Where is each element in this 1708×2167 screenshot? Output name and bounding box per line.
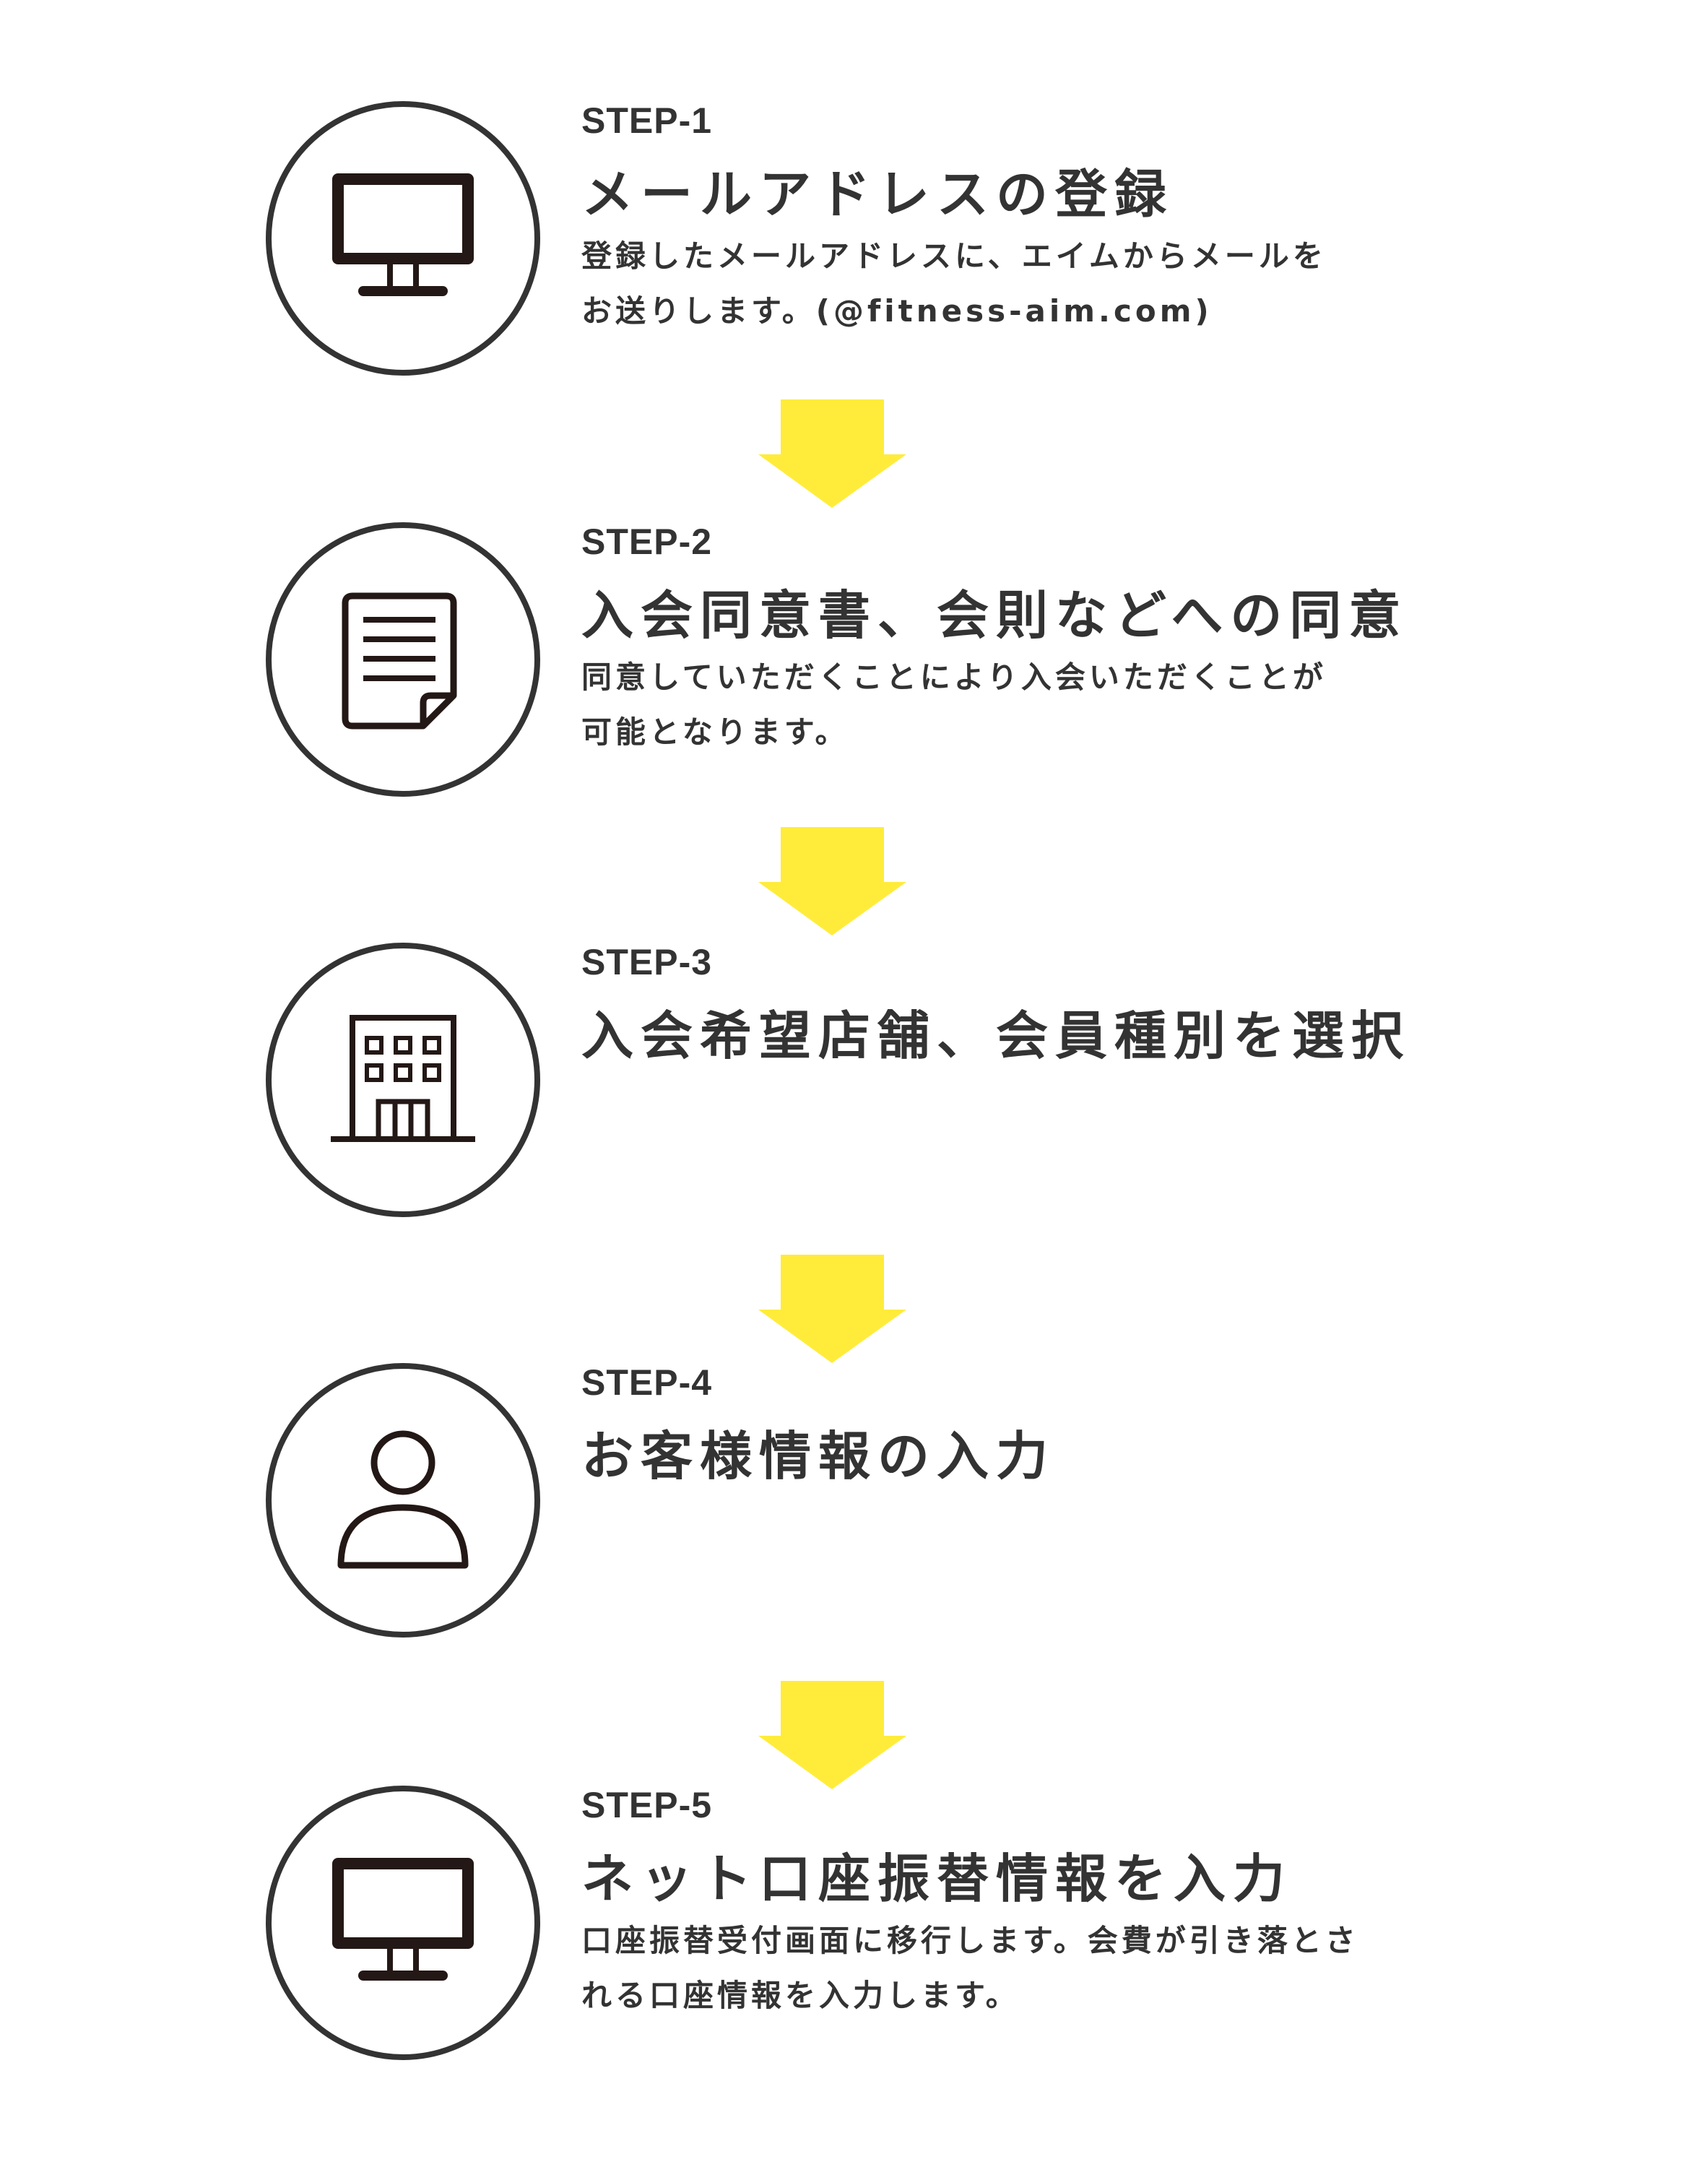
step-5: STEP-5 ネット口座振替情報を入力 口座振替受付画面に移行します。会費が引き…	[0, 1785, 1708, 2060]
step-label: STEP-3	[581, 942, 713, 982]
step-2: STEP-2 入会同意書、会則などへの同意 同意していただくことにより入会いただ…	[0, 522, 1708, 797]
step-icon-circle	[266, 1363, 540, 1638]
step-1: STEP-1 メールアドレスの登録 登録したメールアドレスに、エイムからメールを…	[0, 100, 1708, 376]
down-arrow-icon	[758, 1681, 906, 1789]
step-description: 口座振替受付画面に移行します。会費が引き落とさ れる口座情報を入力します。	[581, 1913, 1359, 2023]
down-arrow-icon	[758, 827, 906, 935]
step-3: STEP-3 入会希望店舗、会員種別を選択	[0, 942, 1708, 1217]
description-line: れる口座情報を入力します。	[581, 1978, 1020, 2013]
step-title: ネット口座振替情報を入力	[581, 1848, 1293, 1909]
step-description: 登録したメールアドレスに、エイムからメールを お送りします。(@fitness-…	[581, 229, 1327, 339]
step-icon-circle	[266, 943, 540, 1217]
down-arrow-icon	[758, 1255, 906, 1363]
step-title: 入会同意書、会則などへの同意	[581, 585, 1408, 646]
description-line: 口座振替受付画面に移行します。会費が引き落とさ	[581, 1923, 1359, 1958]
monitor-icon	[332, 1858, 474, 1981]
step-icon-circle	[266, 101, 540, 376]
step-label: STEP-2	[581, 522, 713, 562]
monitor-icon	[332, 173, 474, 296]
building-icon	[331, 1015, 475, 1142]
step-title: 入会希望店舗、会員種別を選択	[581, 1005, 1411, 1066]
step-title: メールアドレスの登録	[581, 164, 1174, 225]
document-icon	[342, 592, 457, 730]
description-line: 登録したメールアドレスに、エイムからメールを	[581, 238, 1327, 274]
step-icon-circle	[266, 1786, 540, 2060]
person-icon	[337, 1430, 469, 1569]
down-arrow-icon	[758, 399, 906, 508]
description-line: お送りします。(@fitness-aim.com)	[581, 293, 1213, 329]
step-icon-circle	[266, 522, 540, 797]
step-label: STEP-1	[581, 100, 713, 141]
step-label: STEP-4	[581, 1362, 713, 1403]
step-title: お客様情報の入力	[581, 1426, 1056, 1487]
step-label: STEP-5	[581, 1785, 713, 1825]
description-line: 可能となります。	[581, 714, 849, 750]
step-4: STEP-4 お客様情報の入力	[0, 1362, 1708, 1638]
description-line: 同意していただくことにより入会いただくことが	[581, 659, 1327, 695]
step-description: 同意していただくことにより入会いただくことが 可能となります。	[581, 650, 1327, 760]
